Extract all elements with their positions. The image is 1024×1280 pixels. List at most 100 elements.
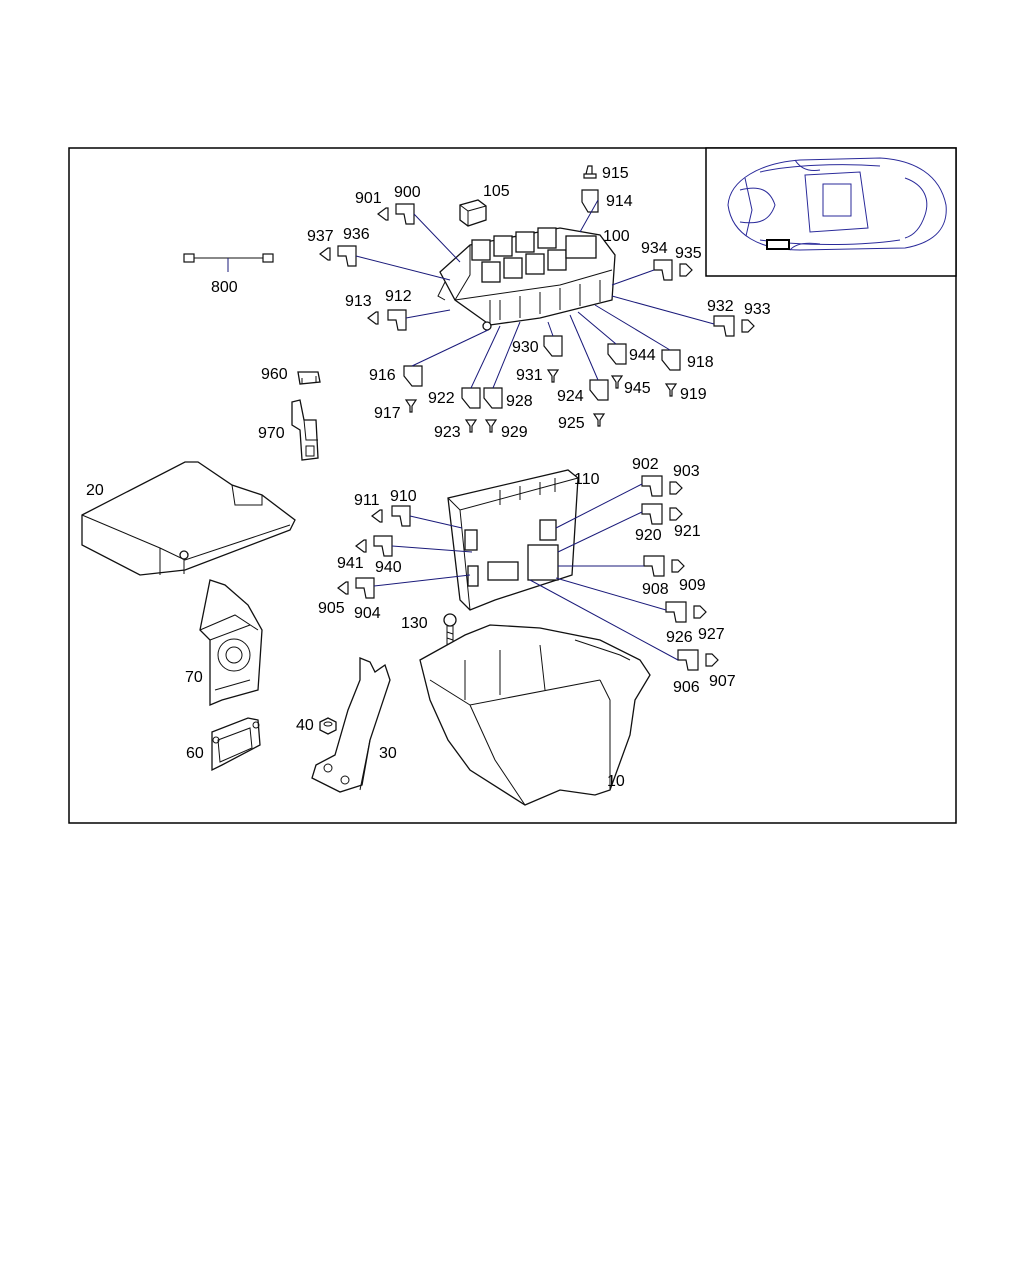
label-130: 130 [401,615,428,632]
pin-945-icon [610,375,624,389]
label-100: 100 [603,228,630,245]
connector-916-icon [403,365,423,387]
label-912: 912 [385,288,412,305]
pin-941-icon [355,539,367,553]
label-905: 905 [318,600,345,617]
pin-921-icon [669,507,683,521]
part-105-relay [459,199,487,227]
label-800: 800 [211,279,238,296]
connector-912-icon [387,309,407,331]
part-labels: 10 20 30 40 60 70 100 105 110 130 800 90… [86,165,771,790]
part-40-nut [319,717,337,735]
label-30: 30 [379,745,397,762]
pin-903-icon [669,481,683,495]
pin-907-icon [705,653,719,667]
label-937: 937 [307,228,334,245]
label-906: 906 [673,679,700,696]
connector-934-icon [653,259,673,281]
connector-928-icon [483,387,503,409]
label-105: 105 [483,183,510,200]
label-915: 915 [602,165,629,182]
connector-908-icon [643,555,665,577]
label-60: 60 [186,745,204,762]
pin-919-icon [664,383,678,397]
label-916: 916 [369,367,396,384]
pin-911-icon [371,509,383,523]
label-927: 927 [698,626,725,643]
leader-lines [355,199,715,661]
connector-914-icon [581,189,599,213]
pin-937-icon [319,247,331,261]
connector-926-icon [665,601,687,623]
label-932: 932 [707,298,734,315]
label-110: 110 [574,471,600,488]
label-920: 920 [635,527,662,544]
label-935: 935 [675,245,702,262]
connector-920-icon [641,503,663,525]
pin-925-icon [592,413,606,427]
label-911: 911 [354,492,380,509]
connector-904-icon [355,577,375,599]
pin-901-icon [377,207,389,221]
label-40: 40 [296,717,314,734]
connector-906-icon [677,649,699,671]
label-928: 928 [506,393,533,410]
connector-944-icon [607,343,627,365]
diagram-frame [68,147,957,824]
connector-930-icon [543,335,563,357]
part-70-bracket [199,579,263,706]
label-933: 933 [744,301,771,318]
part-970-holder [291,399,319,461]
car-locator-frame [705,147,957,277]
label-944: 944 [629,347,656,364]
label-70: 70 [185,669,203,686]
connector-940-icon [373,535,393,557]
label-909: 909 [679,577,706,594]
part-960-fuse [297,371,321,385]
car-locator-illustration [727,157,947,251]
label-926: 926 [666,629,693,646]
label-921: 921 [674,523,701,540]
label-918: 918 [687,354,714,371]
pin-929-icon [484,419,498,433]
label-934: 934 [641,240,668,257]
connector-910-icon [391,505,411,527]
label-908: 908 [642,581,669,598]
part-800-cable [183,253,274,272]
connector-icons [319,165,755,671]
connector-924-icon [589,379,609,401]
label-907: 907 [709,673,736,690]
location-marker [766,239,790,250]
label-904: 904 [354,605,381,622]
label-930: 930 [512,339,539,356]
pin-905-icon [337,581,349,595]
label-931: 931 [516,367,543,384]
label-917: 917 [374,405,401,422]
pin-917-icon [404,399,418,413]
label-903: 903 [673,463,700,480]
part-60-bracket [211,717,261,772]
label-936: 936 [343,226,370,243]
label-941: 941 [337,555,364,572]
part-110-control-module [447,469,579,611]
pin-927-icon [693,605,707,619]
part-100-fuse-box [437,227,616,331]
pin-909-icon [671,559,685,573]
pin-931-icon [546,369,560,383]
label-10: 10 [607,773,625,790]
label-940: 940 [375,559,402,576]
label-925: 925 [558,415,585,432]
label-960: 960 [261,366,288,383]
pin-915-icon [583,165,597,179]
part-20-cover [81,461,296,576]
label-923: 923 [434,424,461,441]
label-914: 914 [606,193,633,210]
connector-932-icon [713,315,735,337]
label-924: 924 [557,388,584,405]
pin-933-icon [741,319,755,333]
label-901: 901 [355,190,382,207]
connector-900-icon [395,203,415,225]
label-902: 902 [632,456,659,473]
label-20: 20 [86,482,104,499]
